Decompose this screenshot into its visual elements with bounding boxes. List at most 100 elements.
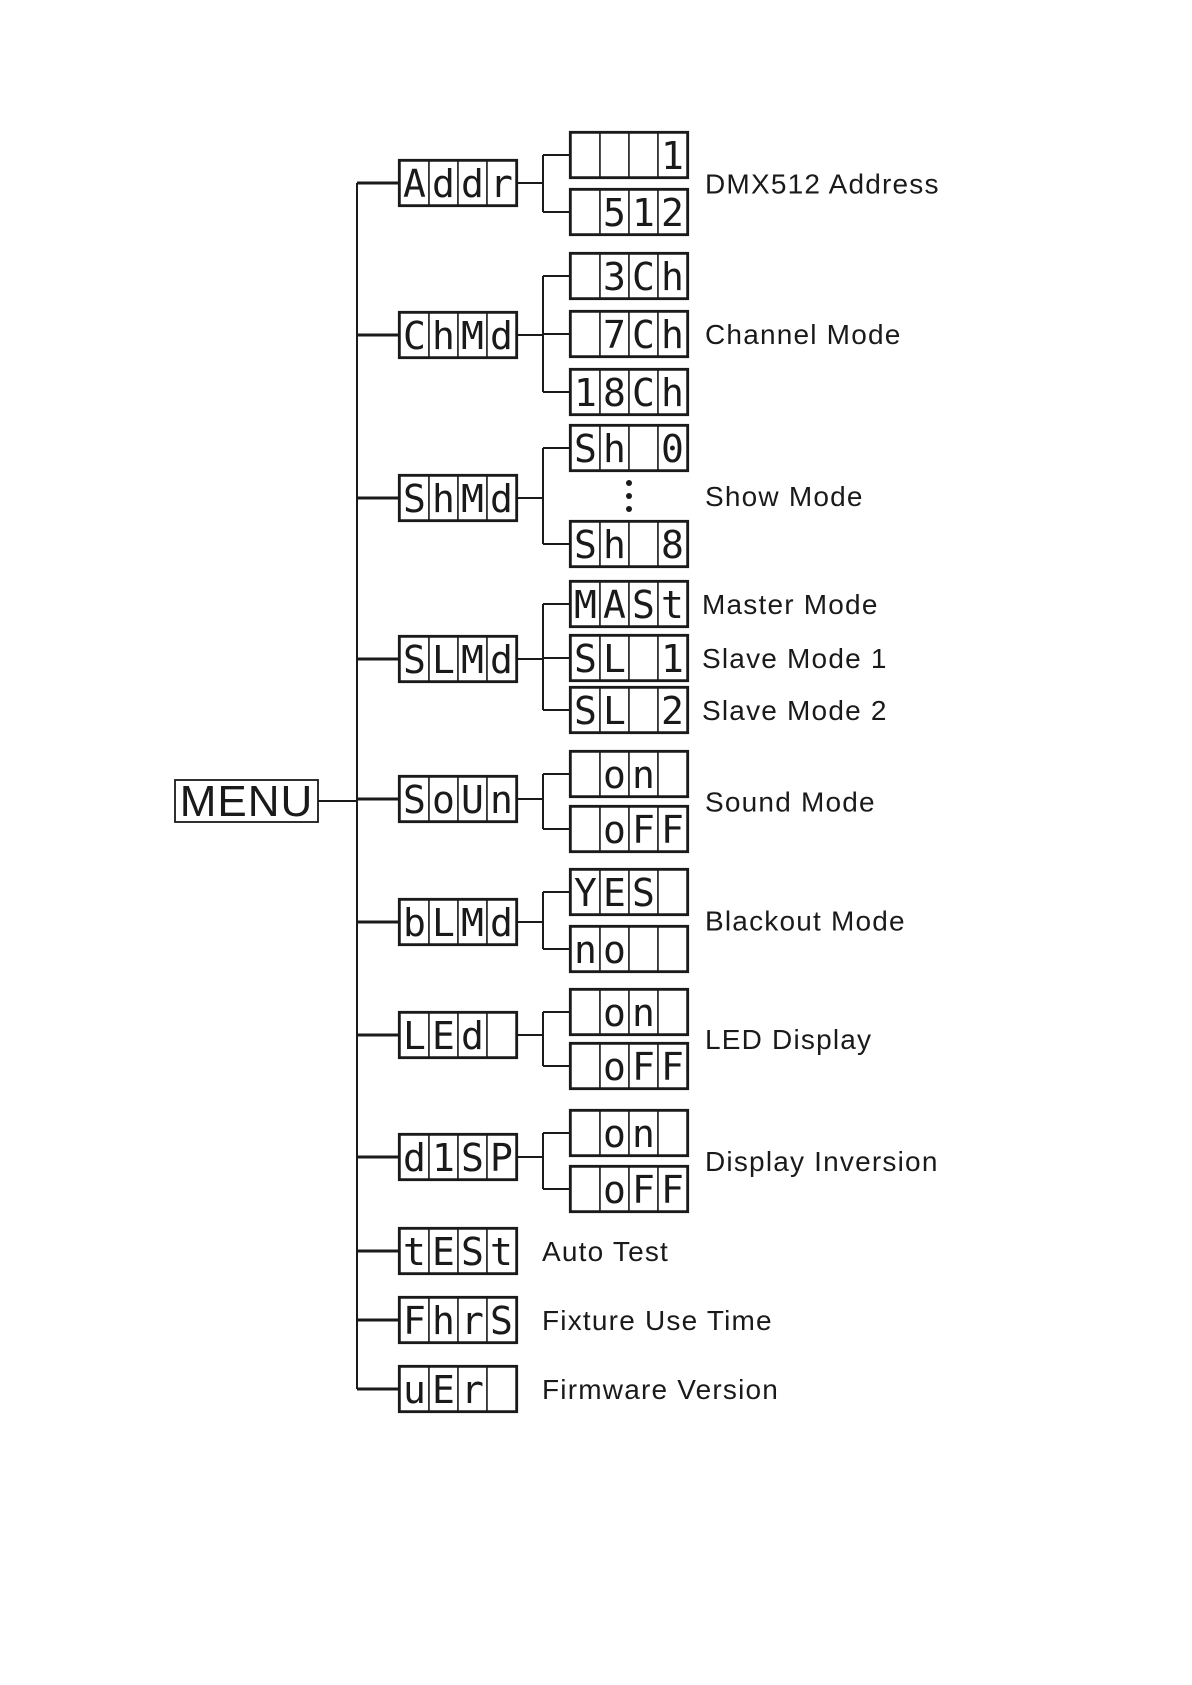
option-slmd-1-display-cell [628,635,659,681]
node-fhrs-display-cell [457,1297,488,1343]
node-slmd-display-cell [486,636,517,682]
node-slmd-display-char: d [490,638,513,682]
node-chmd-display-char: C [403,314,426,358]
option-blmd-1-display-char: n [574,928,597,972]
node-led-display-char: L [403,1014,426,1058]
option-chmd-0-display-cell [570,253,601,299]
node-ver-display-cell [457,1366,488,1412]
option-addr-1-display-cell [570,189,601,235]
option-blmd-0-display-char: Y [574,871,597,915]
option-soun-1-display-char: F [661,808,684,852]
label-soun: Sound Mode [705,787,876,818]
option-led-1-display-char: F [632,1045,655,1089]
option-label-slmd-2: Slave Mode 2 [702,695,888,726]
option-disp-0-display-char: o [603,1112,626,1156]
node-shmd-display-char: h [432,477,455,521]
option-soun-1-display-char: o [603,808,626,852]
option-label-slmd-1: Slave Mode 1 [702,643,888,674]
option-slmd-0-display-char: S [632,583,655,627]
node-chmd-display-char: h [432,314,455,358]
option-disp-1-display-cell [657,1166,688,1212]
node-chmd-display-char: M [461,314,484,358]
option-shmd-1-display-char: 8 [661,523,684,567]
option-addr-1-display-char: 5 [603,191,626,235]
node-led-display-cell [486,1012,517,1058]
label-fhrs: Fixture Use Time [542,1305,773,1336]
node-slmd-display-cell [428,636,459,682]
option-led-1-display-char: F [661,1045,684,1089]
option-chmd-0-display-char: C [632,255,655,299]
option-led-0-display-cell [570,989,601,1035]
option-slmd-1-display-cell [570,635,601,681]
ellipsis-dot [626,506,632,512]
option-slmd-1-display-char: S [574,637,597,681]
option-led-1-display-cell [599,1043,630,1089]
option-slmd-0-display-char: t [661,583,684,627]
option-blmd-0-display-char: E [603,871,626,915]
label-led: LED Display [705,1024,872,1055]
label-ver: Firmware Version [542,1374,779,1405]
option-led-1-display-cell [570,1043,601,1089]
option-led-1-display-cell [657,1043,688,1089]
node-test-display-cell [399,1228,430,1274]
option-shmd-0-display-cell [628,425,659,471]
node-ver-display-char: u [403,1368,426,1412]
menu-root-box: MENU [174,777,319,826]
option-chmd-1-display-char: 7 [603,313,626,357]
node-fhrs-display-char: r [461,1299,484,1343]
option-label-slmd-0: Master Mode [702,589,879,620]
option-chmd-1-display-char: h [661,313,684,357]
option-blmd-1-display-cell [657,926,688,972]
node-disp-display-char: S [461,1136,484,1180]
option-blmd-1-display-cell [628,926,659,972]
option-blmd-0-display-cell [599,869,630,915]
option-led-0-display-char: o [603,991,626,1035]
connector-lines [318,154,571,1391]
option-blmd-1-display-cell [570,926,601,972]
option-addr-0-display-char: 1 [661,134,684,178]
node-soun-display-char: U [461,778,484,822]
node-addr-display-char: d [461,162,484,206]
node-ver-display-char: r [461,1368,484,1412]
option-addr-0-display-cell [570,132,601,178]
option-shmd-1-display-cell [628,521,659,567]
node-blmd-display-char: b [403,901,426,945]
option-led-0-display-char: n [632,991,655,1035]
option-shmd-0-display-char: 0 [661,427,684,471]
option-shmd-1-display-char: S [574,523,597,567]
node-slmd-display-char: L [432,638,455,682]
option-disp-1-display-cell [570,1166,601,1212]
option-blmd-0-display-char: S [632,871,655,915]
option-slmd-0-display-cell [570,581,601,627]
option-addr-1-display-cell [628,189,659,235]
option-addr-0-display: 1 [568,130,690,180]
option-soun-0-display-cell [599,751,630,797]
node-soun-display-cell [399,776,430,822]
node-fhrs-display-char: S [490,1299,513,1343]
option-shmd-0-display-cell [570,425,601,471]
option-slmd-2-display-cell [657,687,688,733]
option-chmd-2-display-char: h [661,371,684,415]
option-led-1-display-char: o [603,1045,626,1089]
menu-root-label: MENU [180,777,314,826]
option-slmd-0-display-cell [628,581,659,627]
option-addr-1-display-cell [599,189,630,235]
option-disp-1-display-char: F [632,1168,655,1212]
node-blmd-display-char: L [432,901,455,945]
